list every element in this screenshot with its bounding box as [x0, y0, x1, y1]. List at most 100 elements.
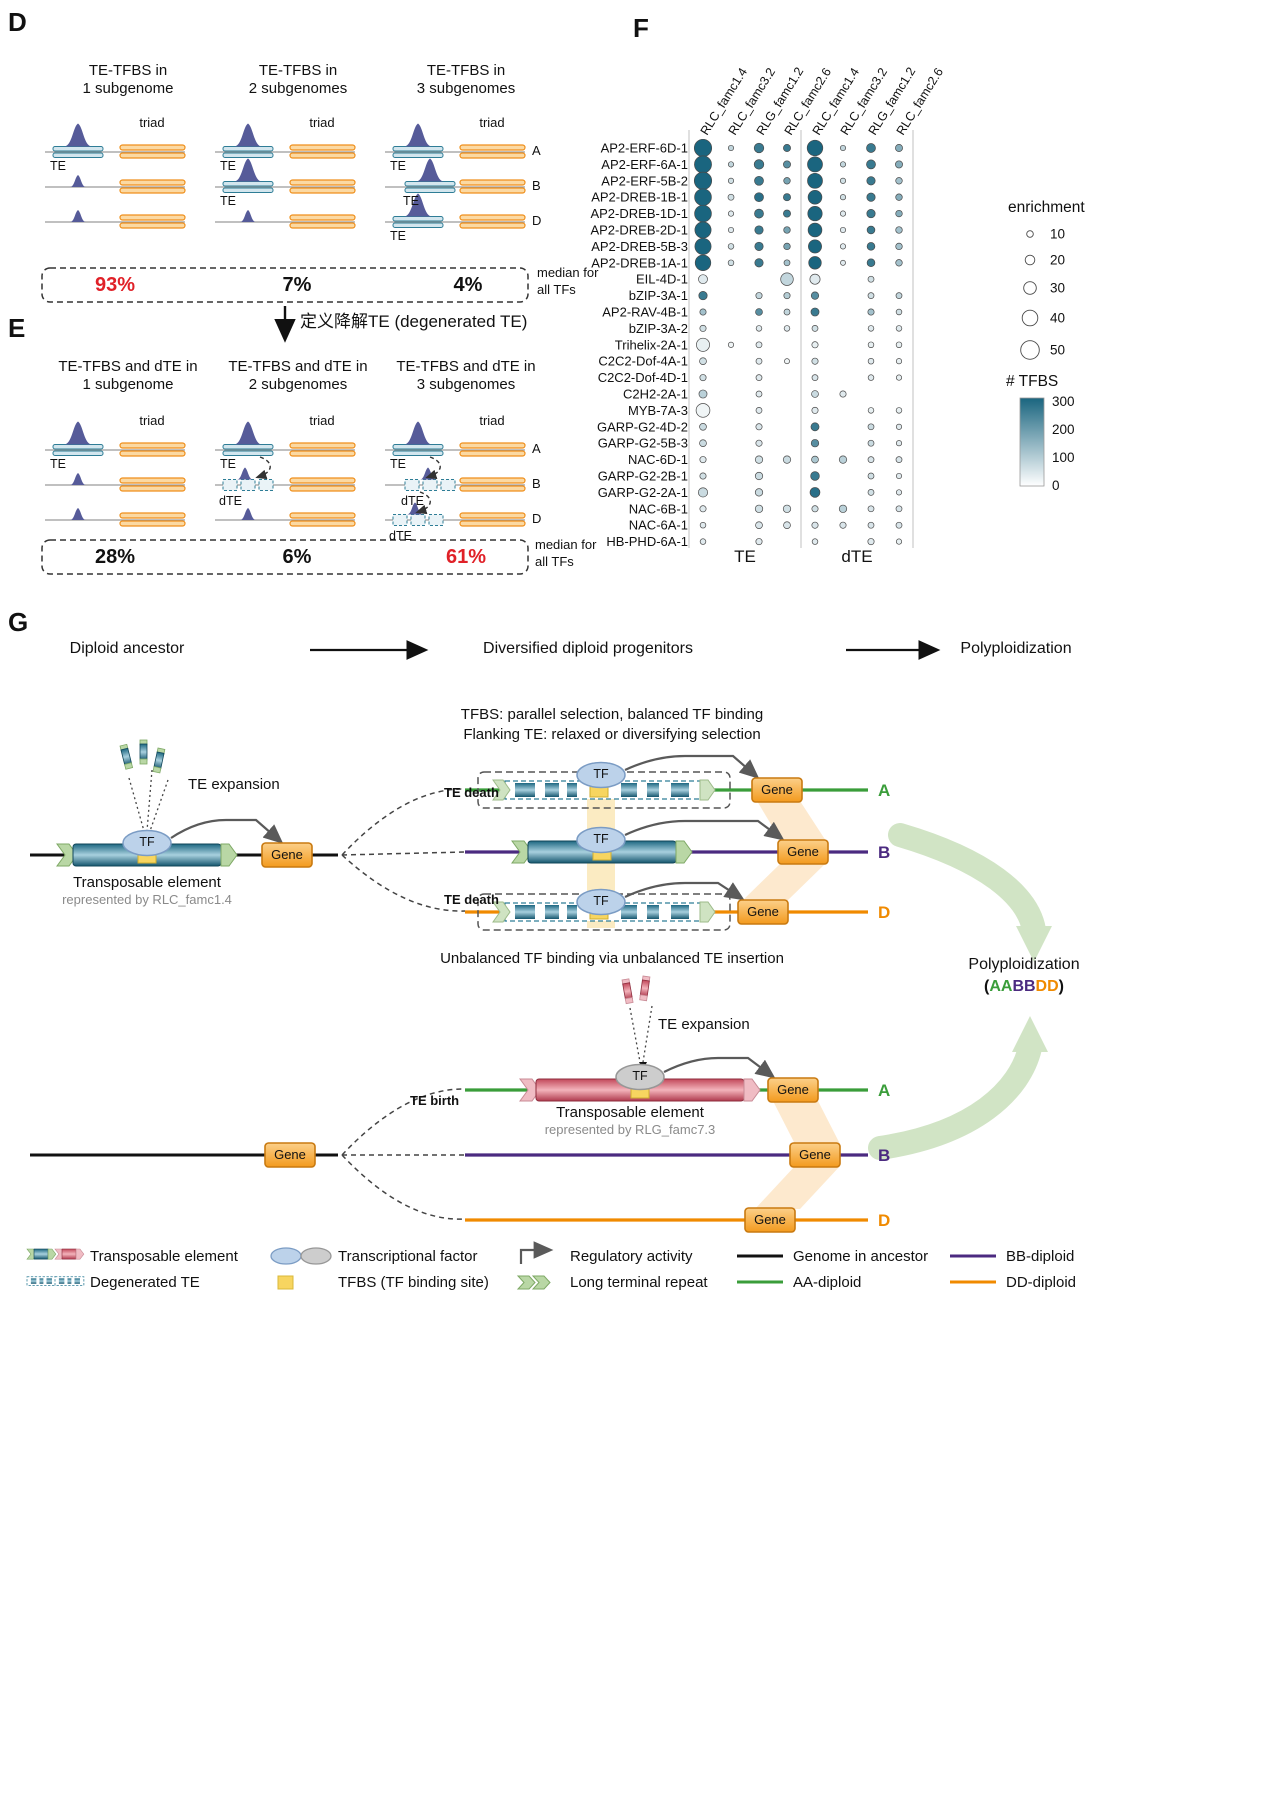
panel-g-graphics [26, 640, 1052, 1290]
g-sub-b-top: B [878, 843, 891, 862]
regulatory-arrow [663, 1056, 776, 1079]
svg-text:100: 100 [1052, 450, 1075, 465]
degeneration-arrow [415, 491, 431, 515]
aa-text: AA [989, 978, 1013, 995]
d-subgenome-b: B [532, 178, 541, 193]
d-col3-title-2: 3 subgenomes [416, 80, 516, 97]
legend-dd-diploid: DD-diploid [1006, 1274, 1077, 1291]
g-gene-label: Gene [271, 847, 303, 862]
svg-text:AP2-DREB-1D-1: AP2-DREB-1D-1 [590, 206, 688, 221]
g-gene-label: Gene [777, 1082, 809, 1097]
transition-text: 定义降解TE (degenerated TE) [300, 312, 528, 331]
te-red-icon [54, 1248, 85, 1260]
svg-text:# TFBS: # TFBS [1006, 373, 1058, 390]
g-scenario1-line2: Flanking TE: relaxed or diversifying sel… [463, 726, 761, 743]
d-te-label: TE [403, 194, 419, 208]
tf-peak-icon [70, 473, 86, 485]
tf-peak-icon [64, 123, 92, 147]
g-te1-name: Transposable element [73, 874, 221, 891]
tf-peak-icon [404, 123, 432, 147]
e-col2-title-2: 2 subgenomes [248, 376, 348, 393]
d-te-label: TE [50, 159, 66, 173]
g-gene-label: Gene [787, 844, 819, 859]
svg-text:20: 20 [1050, 253, 1065, 268]
d-te-label: TE [220, 194, 236, 208]
tf-peak-icon [420, 467, 436, 480]
tf-blue-icon [270, 1247, 302, 1265]
d-te-label: TE [390, 229, 406, 243]
svg-text:dTE: dTE [841, 547, 872, 566]
g-gene-label: Gene [274, 1147, 306, 1162]
paren-close: ) [1058, 978, 1064, 995]
g-tf-label: TF [139, 835, 155, 849]
svg-text:GARP-G2-2A-1: GARP-G2-2A-1 [598, 485, 688, 500]
panel-g-label: G [8, 607, 29, 637]
g-tf-label: TF [632, 1069, 648, 1083]
e-triad-label: triad [479, 413, 505, 428]
svg-text:AP2-DREB-1A-1: AP2-DREB-1A-1 [591, 255, 688, 270]
svg-text:AP2-ERF-5B-2: AP2-ERF-5B-2 [601, 173, 688, 188]
e-median-note-1: median for [535, 537, 597, 552]
g-flow-1: Diploid ancestor [69, 640, 185, 657]
legend-aa-diploid: AA-diploid [793, 1274, 862, 1291]
dd-text: DD [1035, 978, 1059, 995]
tf-peak-icon [404, 421, 432, 445]
e-subgenome-a: A [532, 441, 541, 456]
g-polyploid-title: Polyploidization [968, 956, 1080, 973]
g-scenario1-line1: TFBS: parallel selection, balanced TF bi… [460, 706, 764, 723]
tf-peak-icon [64, 421, 92, 445]
panel-e-graphics [41, 421, 529, 575]
svg-text:C2C2-Dof-4A-1: C2C2-Dof-4A-1 [598, 354, 688, 369]
svg-text:AP2-DREB-5B-3: AP2-DREB-5B-3 [591, 239, 688, 254]
g-gene-label: Gene [761, 782, 793, 797]
te-copy-icon [119, 743, 133, 770]
e-col1-title-2: 1 subgenome [82, 376, 174, 393]
tfbs-icon [277, 1275, 294, 1290]
e-subgenome-b: B [532, 476, 541, 491]
svg-text:MYB-7A-3: MYB-7A-3 [628, 403, 688, 418]
g-te2-sub: represented by RLG_famc7.3 [544, 1122, 716, 1137]
d-median-note-2: all TFs [537, 282, 576, 297]
te-teal-icon [26, 1248, 57, 1260]
g-sub-b-bottom: B [878, 1146, 891, 1165]
degenerated-te-icon [54, 1276, 85, 1286]
g-sub-d-top: D [878, 903, 891, 922]
e-median-note-2: all TFs [535, 554, 574, 569]
e-pct-2: 6% [282, 546, 312, 568]
svg-text:AP2-ERF-6A-1: AP2-ERF-6A-1 [601, 157, 688, 172]
d-triad-label: triad [309, 115, 335, 130]
legend-tfbs: TFBS (TF binding site) [338, 1274, 489, 1291]
tf-peak-icon [70, 508, 86, 520]
g-flow-3: Polyploidization [960, 640, 1072, 657]
e-te-label: TE [50, 457, 66, 471]
legend-regulatory-activity: Regulatory activity [570, 1248, 693, 1265]
e-col2-title-1: TE-TFBS and dTE in [228, 358, 368, 375]
d-median-note-1: median for [537, 265, 599, 280]
g-te2-name: Transposable element [556, 1104, 704, 1121]
d-pct-1: 93% [94, 274, 136, 296]
svg-text:40: 40 [1050, 311, 1065, 326]
legend-icons [26, 1241, 996, 1290]
tf-peak-icon [416, 158, 444, 182]
tf-peak-icon [237, 467, 253, 480]
legend-transcriptional-factor: Transcriptional factor [338, 1248, 478, 1265]
g-te-expansion-2: TE expansion [658, 1016, 750, 1033]
svg-text:Trihelix-2A-1: Trihelix-2A-1 [615, 337, 688, 352]
d-col2-title-1: TE-TFBS in [258, 62, 338, 79]
svg-text:NAC-6B-1: NAC-6B-1 [629, 501, 688, 516]
svg-text:enrichment: enrichment [1008, 199, 1085, 216]
e-pct-3: 61% [445, 546, 487, 568]
legend-ltr: Long terminal repeat [570, 1274, 708, 1291]
degenerated-te-icon [404, 479, 456, 491]
svg-text:GARP-G2-2B-1: GARP-G2-2B-1 [598, 469, 688, 484]
d-col3-title-1: TE-TFBS in [426, 62, 506, 79]
regulatory-arrow-icon [519, 1241, 554, 1264]
g-sub-a-bottom: A [878, 1081, 891, 1100]
e-te-label: TE [390, 457, 406, 471]
g-gene-label: Gene [799, 1147, 831, 1162]
tf-peak-icon [70, 175, 86, 187]
regulatory-arrow [624, 754, 760, 779]
paren-open: ( [984, 978, 990, 995]
svg-text:C2C2-Dof-4D-1: C2C2-Dof-4D-1 [598, 370, 688, 385]
